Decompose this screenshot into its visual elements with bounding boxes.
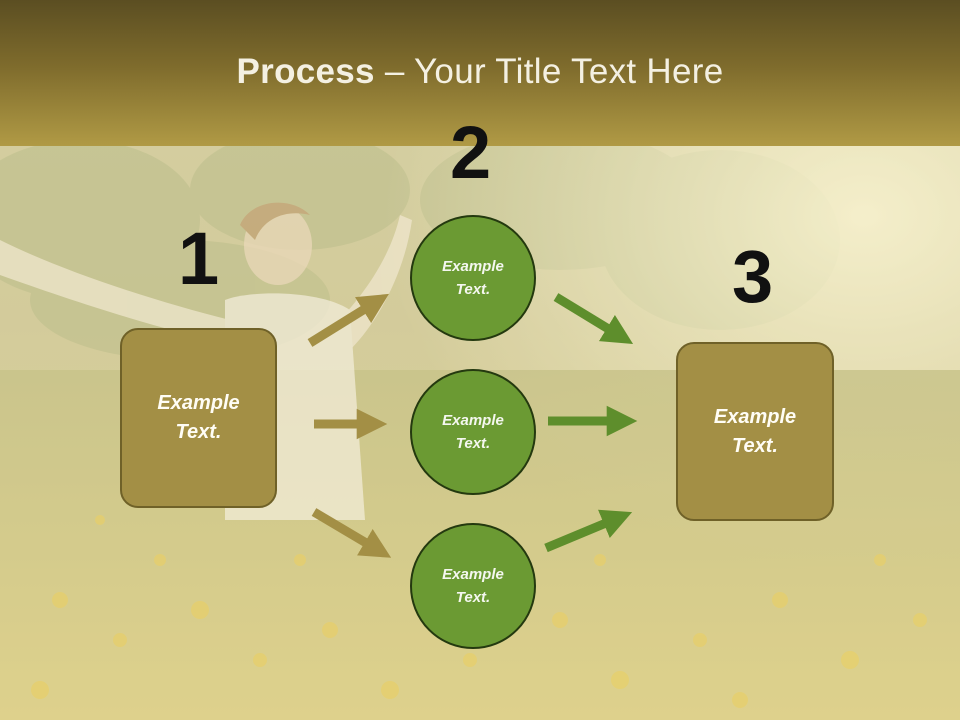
circle-middle-line2: Text.: [455, 435, 491, 452]
arrow-right-icon-gold-down: [311, 508, 392, 558]
title-banner: [0, 0, 960, 146]
arrow-right-icon-green-up: [544, 509, 633, 553]
left-box-line2: Text.: [175, 421, 222, 443]
step-number-3: 3: [732, 235, 774, 318]
circle-bottom[interactable]: Example Text.: [410, 523, 536, 649]
circle-top-line2: Text.: [455, 281, 491, 298]
circle-bottom-line2: Text.: [455, 589, 491, 606]
right-box-line1: Example: [713, 405, 797, 428]
slide-title[interactable]: Process – Your Title Text Here: [0, 52, 960, 92]
left-box-line1: Example: [157, 392, 240, 414]
left-example-box[interactable]: Example Text.: [120, 328, 277, 508]
circle-bottom-line1: Example: [442, 566, 504, 583]
right-example-box[interactable]: Example Text.: [676, 342, 834, 521]
arrow-right-icon-green-down: [553, 293, 634, 344]
title-bold-part: Process: [236, 52, 375, 91]
right-box-line2: Text.: [732, 434, 778, 457]
arrow-right-icon-gold-up: [307, 293, 389, 347]
circle-top-line1: Example: [442, 258, 504, 275]
step-number-2: 2: [450, 111, 492, 194]
circle-top[interactable]: Example Text.: [410, 215, 536, 341]
title-rest-part: – Your Title Text Here: [374, 52, 724, 91]
circle-middle-line1: Example: [442, 412, 504, 429]
step-number-1: 1: [178, 217, 220, 300]
circle-middle[interactable]: Example Text.: [410, 369, 536, 495]
